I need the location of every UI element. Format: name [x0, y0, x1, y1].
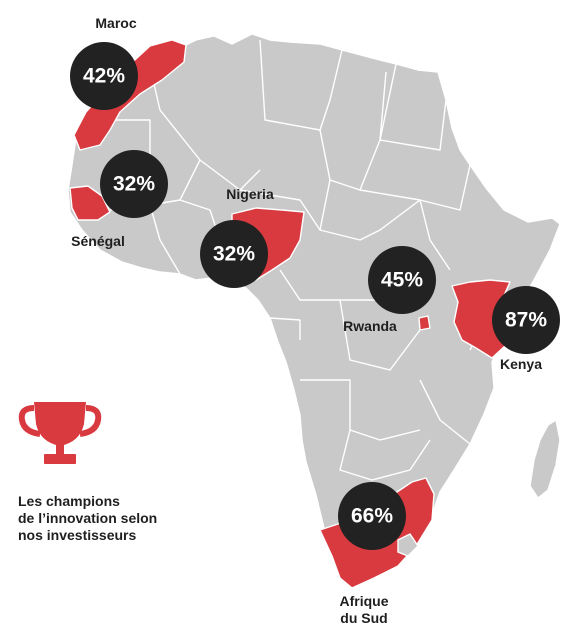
bubble-rwanda-value: 45%: [381, 269, 423, 292]
bubble-rwanda: 45%: [368, 246, 436, 314]
lesotho-shape: [397, 533, 419, 557]
legend: Les champions de l’innovation selon nos …: [18, 398, 218, 544]
trophy-icon: [18, 402, 102, 464]
legend-line-3: nos investisseurs: [18, 527, 137, 543]
bubble-kenya: 87%: [492, 286, 560, 354]
label-kenya: Kenya: [500, 356, 542, 372]
label-maroc: Maroc: [95, 15, 136, 31]
bubble-afrique-du-sud-value: 66%: [351, 505, 393, 528]
bubble-kenya-value: 87%: [505, 309, 547, 332]
label-senegal: Sénégal: [71, 233, 125, 249]
legend-line-1: Les champions: [18, 493, 120, 509]
label-afrique-du-sud-line1: Afrique: [340, 593, 389, 609]
bubble-afrique-du-sud: 66%: [338, 482, 406, 550]
bubble-nigeria-value: 32%: [213, 243, 255, 266]
legend-caption: Les champions de l’innovation selon nos …: [18, 493, 218, 544]
senegal-shape[interactable]: [69, 185, 111, 221]
bubble-maroc: 42%: [70, 42, 138, 110]
label-afrique-du-sud-line2: du Sud: [340, 610, 387, 626]
bubble-maroc-value: 42%: [83, 65, 125, 88]
bubble-senegal: 32%: [100, 150, 168, 218]
bubble-nigeria: 32%: [200, 220, 268, 288]
legend-line-2: de l’innovation selon: [18, 510, 158, 526]
bubble-senegal-value: 32%: [113, 173, 155, 196]
madagascar: [529, 419, 561, 499]
label-rwanda: Rwanda: [343, 318, 397, 334]
africa-landmass: [67, 33, 561, 589]
rwanda-shape[interactable]: [418, 315, 431, 331]
label-nigeria: Nigeria: [226, 186, 274, 202]
